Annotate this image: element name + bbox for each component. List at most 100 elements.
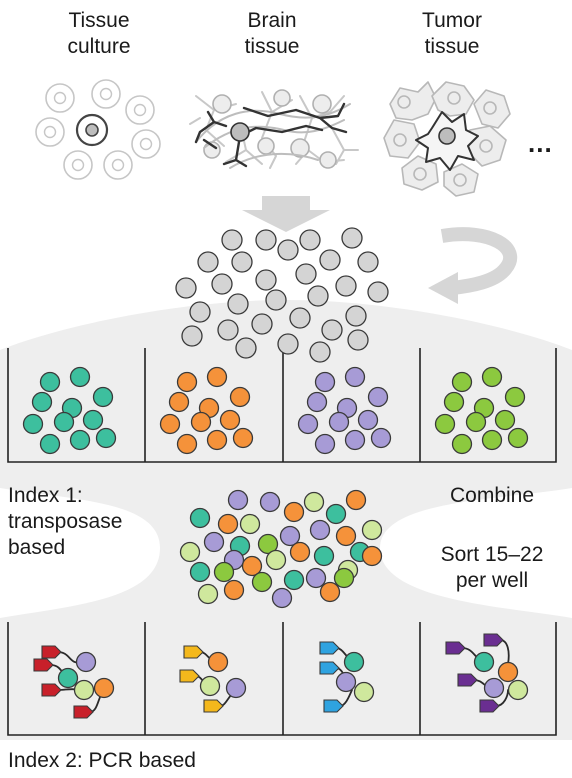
index-tag [445, 641, 466, 655]
gray-cell [299, 229, 321, 251]
tagged-cell [473, 651, 495, 673]
source-tumor-line1: Tumor [422, 9, 482, 32]
combined-cell [283, 501, 305, 523]
combined-cell [325, 503, 347, 525]
gray-cell [181, 325, 203, 347]
well1-cell [69, 366, 91, 388]
combined-cell [283, 569, 305, 591]
culture-nucleus [99, 87, 113, 101]
combined-cell [319, 581, 341, 603]
index-tag [203, 699, 224, 713]
gray-cell [341, 227, 363, 249]
well3-cell [344, 429, 366, 451]
index1-wells [22, 366, 529, 455]
combined-cell [333, 567, 355, 589]
combined-cell [345, 489, 367, 511]
combined-cell [265, 549, 287, 571]
tagged-cell [57, 667, 79, 689]
gray-cell [347, 329, 369, 351]
index-tag [479, 699, 500, 713]
well4-cell [481, 429, 503, 451]
well3-cell [367, 386, 389, 408]
well3-cell [297, 413, 319, 435]
combined-cell [251, 571, 273, 593]
down-arrow [242, 196, 330, 232]
source-brain-line2: tissue [244, 35, 300, 58]
index1-line3: based [8, 536, 66, 559]
more-sources-marker: ... [528, 128, 553, 158]
well2-cell [176, 433, 198, 455]
gray-cell [255, 229, 277, 251]
dissociated-cell-pool [175, 227, 389, 363]
culture-nucleus [71, 158, 85, 172]
gray-cell [189, 301, 211, 323]
well4-cell [434, 413, 456, 435]
index-tag [319, 641, 340, 655]
gray-cell [255, 269, 277, 291]
combined-cell [303, 491, 325, 513]
well3-cell [314, 371, 336, 393]
combined-cell [335, 525, 357, 547]
well4-cell [481, 366, 503, 388]
combined-cell [213, 561, 235, 583]
gray-cell [335, 275, 357, 297]
index-tag [183, 645, 204, 659]
tagged-cell [207, 651, 229, 673]
source-culture-line2: culture [67, 35, 131, 58]
source-label-brain: Brain tissue [245, 8, 300, 60]
index1-line2: transposase [8, 510, 123, 533]
brain-tissue-illustration [189, 89, 359, 169]
gray-cell [345, 305, 367, 327]
well1-cell [39, 433, 61, 455]
loop-arrow [440, 227, 518, 295]
well4-cell [504, 386, 526, 408]
combined-cell [361, 545, 383, 567]
well1-cell [95, 427, 117, 449]
well1-cell [92, 386, 114, 408]
well2-cell [159, 413, 181, 435]
gray-cell [265, 289, 287, 311]
combined-cell [271, 587, 293, 609]
index2-wells [33, 633, 529, 719]
gray-cell [227, 293, 249, 315]
index-tag [73, 705, 94, 719]
well4-cell [465, 411, 487, 433]
source-culture-line1: Tissue [68, 9, 130, 32]
culture-nucleus [43, 125, 57, 139]
well3-cell [328, 411, 350, 433]
combined-cell [289, 541, 311, 563]
combined-cell [217, 513, 239, 535]
sort-label: Sort 15–22 per well [441, 542, 544, 594]
tagged-cell [353, 681, 375, 703]
index2-label: Index 2: PCR based [8, 749, 196, 772]
combined-cell [239, 513, 261, 535]
well1-cell [69, 429, 91, 451]
well4-cell [507, 427, 529, 449]
combined-cell [257, 533, 279, 555]
gray-cell [357, 251, 379, 273]
gray-cell [251, 313, 273, 335]
well3-cell [314, 433, 336, 455]
gray-cell [321, 319, 343, 341]
well1-cell [39, 371, 61, 393]
gray-cell [277, 333, 299, 355]
gray-cell [211, 273, 233, 295]
well1-cell [31, 391, 53, 413]
tagged-cell [497, 661, 519, 683]
source-label-culture: Tissue culture [67, 8, 130, 60]
tagged-cell [75, 651, 97, 673]
well2-cell [206, 366, 228, 388]
well4-cell [443, 391, 465, 413]
culture-nucleus [53, 91, 67, 105]
tagged-cell [93, 677, 115, 699]
well2-cell [229, 386, 251, 408]
tagged-cell [199, 675, 221, 697]
tumor-tissue-illustration [383, 81, 511, 197]
gray-cell [307, 285, 329, 307]
gray-cell [217, 319, 239, 341]
well4-cell [494, 409, 516, 431]
index-tag [483, 633, 504, 647]
index1-label: Index 1: transposase based [8, 483, 122, 561]
well2-cell [206, 429, 228, 451]
